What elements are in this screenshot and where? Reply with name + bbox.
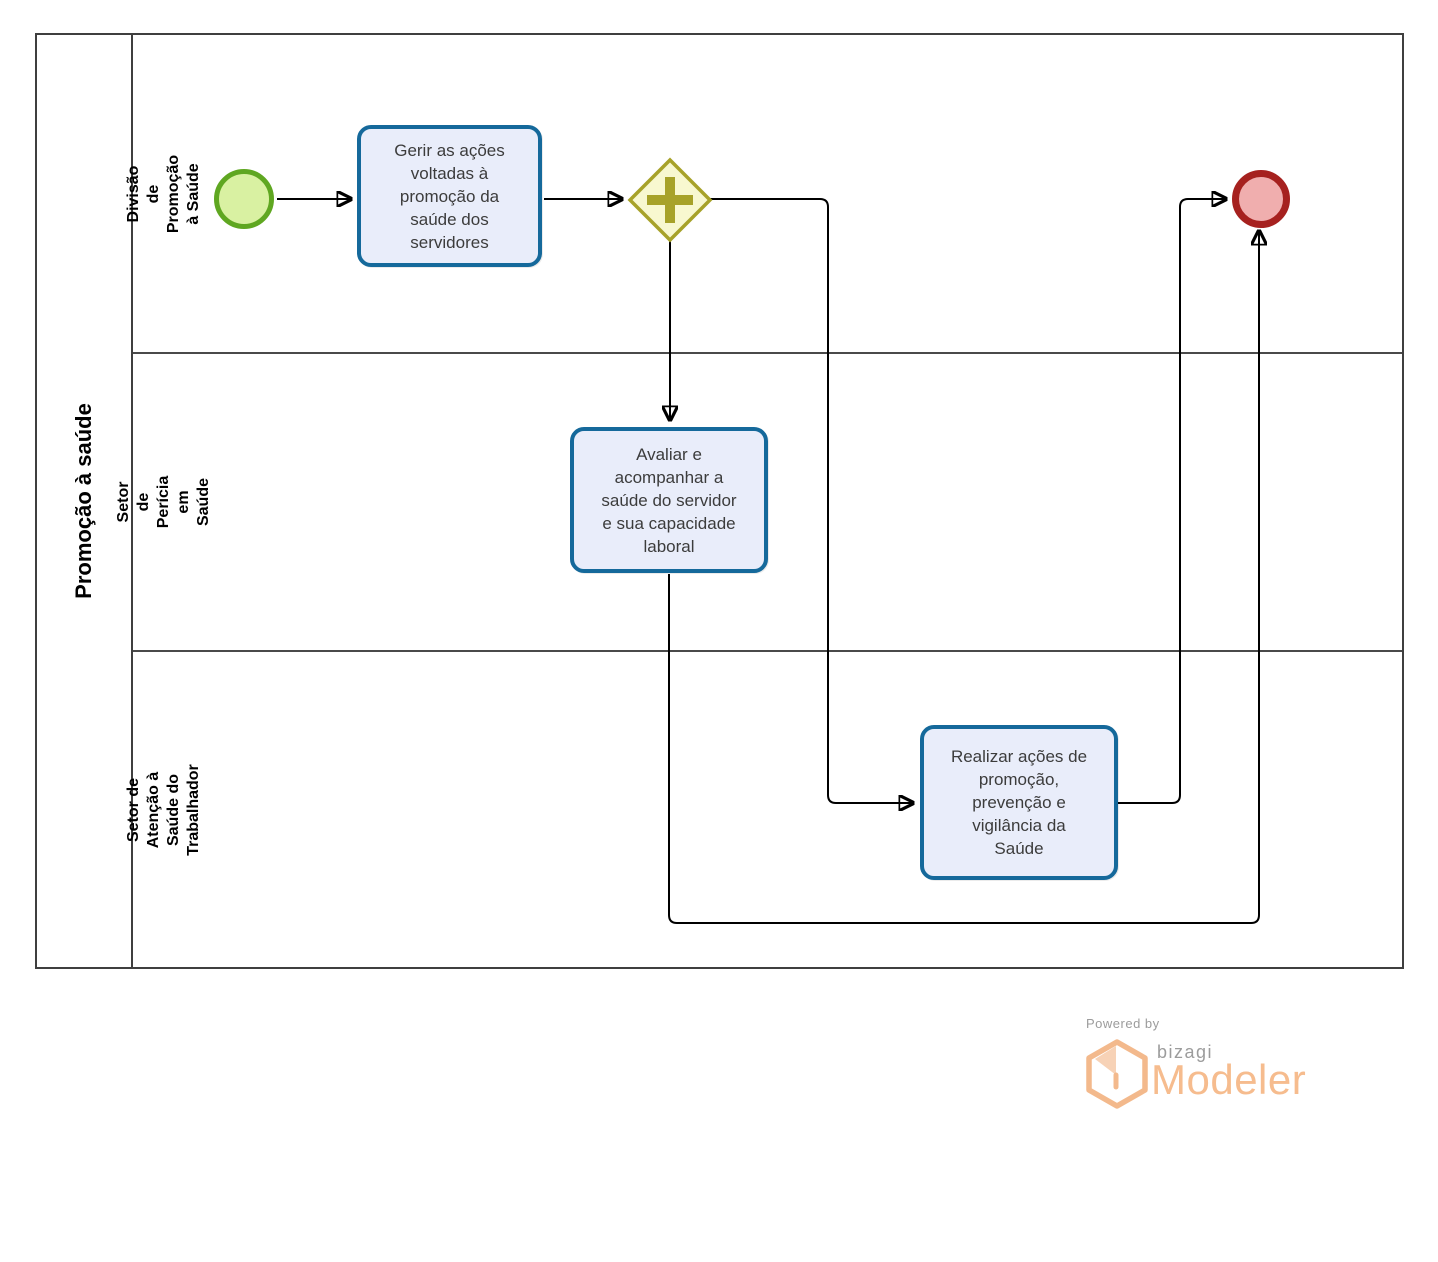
plus-icon <box>647 177 693 223</box>
pool-header: Promoção à saúde <box>37 35 133 967</box>
bizagi-logo-icon <box>1086 1039 1148 1109</box>
lane-setor-de-pericia-em-saude: Setor de Perícia em Saúde <box>115 354 1402 652</box>
flow-realizar-to-end <box>1118 199 1226 804</box>
modeler-product-text: Modeler <box>1151 1056 1307 1103</box>
powered-by-text: Powered by <box>1086 1016 1160 1031</box>
task-gerir-acoes[interactable]: Gerir as ações voltadas à promoção da sa… <box>357 125 542 267</box>
flow-gateway-to-realizar <box>710 198 913 803</box>
task-realizar-acoes[interactable]: Realizar ações de promoção, prevenção e … <box>920 725 1118 880</box>
parallel-gateway-shape <box>627 157 713 243</box>
bizagi-brand-text: bizagi <box>1157 1042 1214 1062</box>
lane-divisao-de-promocao-a-saude: Divisão de Promoção à Saúde <box>125 35 1402 354</box>
task-avaliar-acompanhar[interactable]: Avaliar e acompanhar a saúde do servidor… <box>570 427 768 573</box>
flow-avaliar-to-end <box>668 231 1259 924</box>
lanes-container: Divisão de Promoção à Saúde Setor de Per… <box>115 35 1402 967</box>
logo-hexagon <box>1086 1039 1148 1109</box>
start-event[interactable] <box>214 169 274 229</box>
parallel-gateway[interactable] <box>626 156 714 244</box>
end-event[interactable] <box>1232 170 1290 228</box>
logo-fold <box>1095 1046 1116 1075</box>
pool-promocao-a-saude: Promoção à saúde Divisão de Promoção à S… <box>35 33 1404 969</box>
